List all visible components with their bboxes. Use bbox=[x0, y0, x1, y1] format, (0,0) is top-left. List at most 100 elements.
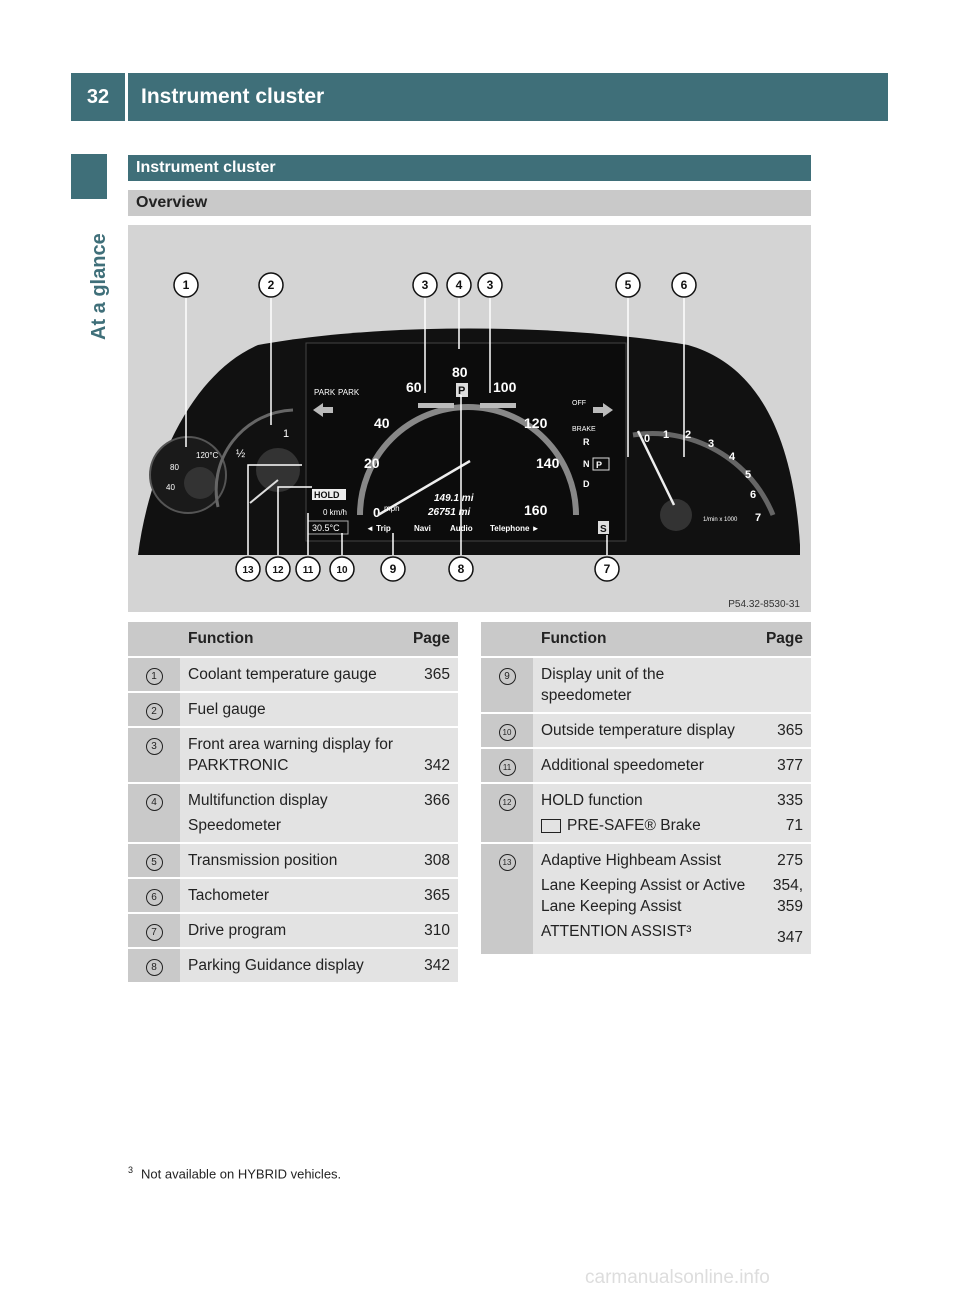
tach-unit: 1/min x 1000 bbox=[703, 517, 738, 523]
function-text: Tachometer bbox=[180, 879, 402, 912]
page-ref: 342 bbox=[402, 728, 458, 782]
fuel-label-half: ½ bbox=[236, 448, 245, 460]
callout-5: 5 bbox=[625, 278, 632, 292]
callout-10: 10 bbox=[336, 565, 348, 576]
callout-1: 1 bbox=[183, 278, 190, 292]
function-text: Drive program bbox=[180, 914, 402, 947]
menu-item: Navi bbox=[414, 524, 431, 533]
callout-num: 5 bbox=[145, 854, 163, 871]
col-function: Function bbox=[533, 622, 755, 656]
pre-safe-icon bbox=[541, 818, 561, 833]
coolant-label-hot: 120°C bbox=[196, 451, 219, 460]
watermark: carmanualsonline.info bbox=[585, 1267, 770, 1288]
function-subtext: Speedometer bbox=[188, 817, 282, 834]
side-tab bbox=[71, 154, 107, 199]
table-row: 2 Fuel gauge bbox=[128, 693, 458, 726]
function-subtext: PRE-SAFE® Brake bbox=[567, 817, 701, 834]
subsection-title: Overview bbox=[128, 190, 811, 216]
function-text: Outside temperature display bbox=[533, 714, 755, 747]
page-ref: 365 bbox=[402, 879, 458, 912]
callout-7: 7 bbox=[604, 562, 611, 576]
coolant-label-low: 40 bbox=[166, 483, 175, 492]
page-ref: 310 bbox=[402, 914, 458, 947]
coolant-gauge: 120°C 80 40 bbox=[149, 436, 227, 514]
callout-num: 3 bbox=[145, 738, 163, 755]
footnote-text: Not available on HYBRID vehicles. bbox=[141, 1166, 342, 1182]
speed-mark: 20 bbox=[364, 455, 380, 471]
page-ref: 377 bbox=[755, 749, 811, 782]
footnote: 3 Not available on HYBRID vehicles. bbox=[128, 1165, 341, 1181]
function-text: Additional speedometer bbox=[533, 749, 755, 782]
page-ref: 71 bbox=[785, 817, 803, 834]
callout-num: 2 bbox=[145, 703, 163, 720]
page-ref: 365 bbox=[402, 658, 458, 691]
function-text: Front area warning display for PARKTRONI… bbox=[180, 728, 402, 782]
tach-mark: 7 bbox=[755, 512, 761, 524]
tachometer: 0 1 2 3 4 5 6 7 1/min x 1000 bbox=[632, 429, 776, 531]
function-text: Parking Guidance display bbox=[180, 949, 402, 982]
figure-code: P54.32-8530-31 bbox=[728, 599, 800, 610]
odometer: 26751 mi bbox=[427, 507, 470, 518]
callout-6: 6 bbox=[681, 278, 688, 292]
fuel-label-full: 1 bbox=[283, 428, 289, 440]
instrument-cluster-figure: 120°C 80 40 1 ½ PARK PARK OFF BRAKE 0 20… bbox=[128, 225, 811, 612]
callout-3: 3 bbox=[422, 278, 429, 292]
gear-d: D bbox=[583, 479, 590, 489]
col-page: Page bbox=[755, 622, 811, 656]
page-ref: 342 bbox=[402, 949, 458, 982]
page-ref: 347 bbox=[777, 929, 803, 946]
speed-unit: mph bbox=[384, 504, 400, 513]
callout-9: 9 bbox=[390, 562, 397, 576]
page-ref: 354, 359 bbox=[772, 877, 803, 915]
callout-11: 11 bbox=[303, 565, 314, 576]
page-ref: 335 bbox=[777, 792, 803, 809]
function-subtext: Lane Keeping Assist or Active Lane Keepi… bbox=[541, 877, 746, 915]
tach-mark: 6 bbox=[750, 489, 756, 501]
speed-mark: 100 bbox=[493, 379, 517, 395]
callout-13: 13 bbox=[242, 565, 254, 576]
park-left-label: PARK bbox=[314, 388, 336, 397]
speed-mark: 60 bbox=[406, 379, 422, 395]
page-ref: 366 bbox=[402, 784, 458, 842]
menu-item: Telephone ► bbox=[490, 524, 540, 533]
speed-mark: 140 bbox=[536, 455, 560, 471]
table-row: 3 Front area warning display for PARKTRON… bbox=[128, 728, 458, 782]
callout-3b: 3 bbox=[487, 278, 494, 292]
callout-4: 4 bbox=[456, 278, 463, 292]
speed-mark: 40 bbox=[374, 415, 390, 431]
speed-mark: 80 bbox=[452, 364, 468, 380]
callout-2: 2 bbox=[268, 278, 275, 292]
tach-mark: 4 bbox=[729, 451, 736, 463]
section-title: Instrument cluster bbox=[128, 155, 811, 181]
page-number: 32 bbox=[71, 73, 125, 121]
drive-program: S bbox=[600, 524, 607, 535]
callout-num: 13 bbox=[498, 854, 516, 871]
left-function-table: Function Page 1 Coolant temperature gauge… bbox=[128, 620, 458, 984]
trip-distance: 149.1 mi bbox=[434, 493, 474, 504]
callout-num: 6 bbox=[145, 889, 163, 906]
hold-indicator: HOLD bbox=[314, 490, 340, 500]
function-text: Fuel gauge bbox=[180, 693, 402, 726]
callout-num: 1 bbox=[145, 668, 163, 685]
callout-num: 9 bbox=[498, 668, 516, 685]
function-text: HOLD function bbox=[541, 792, 643, 809]
function-text: Coolant temperature gauge bbox=[180, 658, 402, 691]
coolant-label-mid: 80 bbox=[170, 463, 179, 472]
function-text: Transmission position bbox=[180, 844, 402, 877]
callout-num: 7 bbox=[145, 924, 163, 941]
footnote-mark: 3 bbox=[128, 1165, 134, 1175]
park-right-label: PARK bbox=[338, 388, 360, 397]
gear-p: P bbox=[596, 460, 602, 470]
col-page: Page bbox=[402, 622, 458, 656]
function-text: Adaptive Highbeam Assist bbox=[541, 852, 722, 869]
col-function: Function bbox=[180, 622, 402, 656]
